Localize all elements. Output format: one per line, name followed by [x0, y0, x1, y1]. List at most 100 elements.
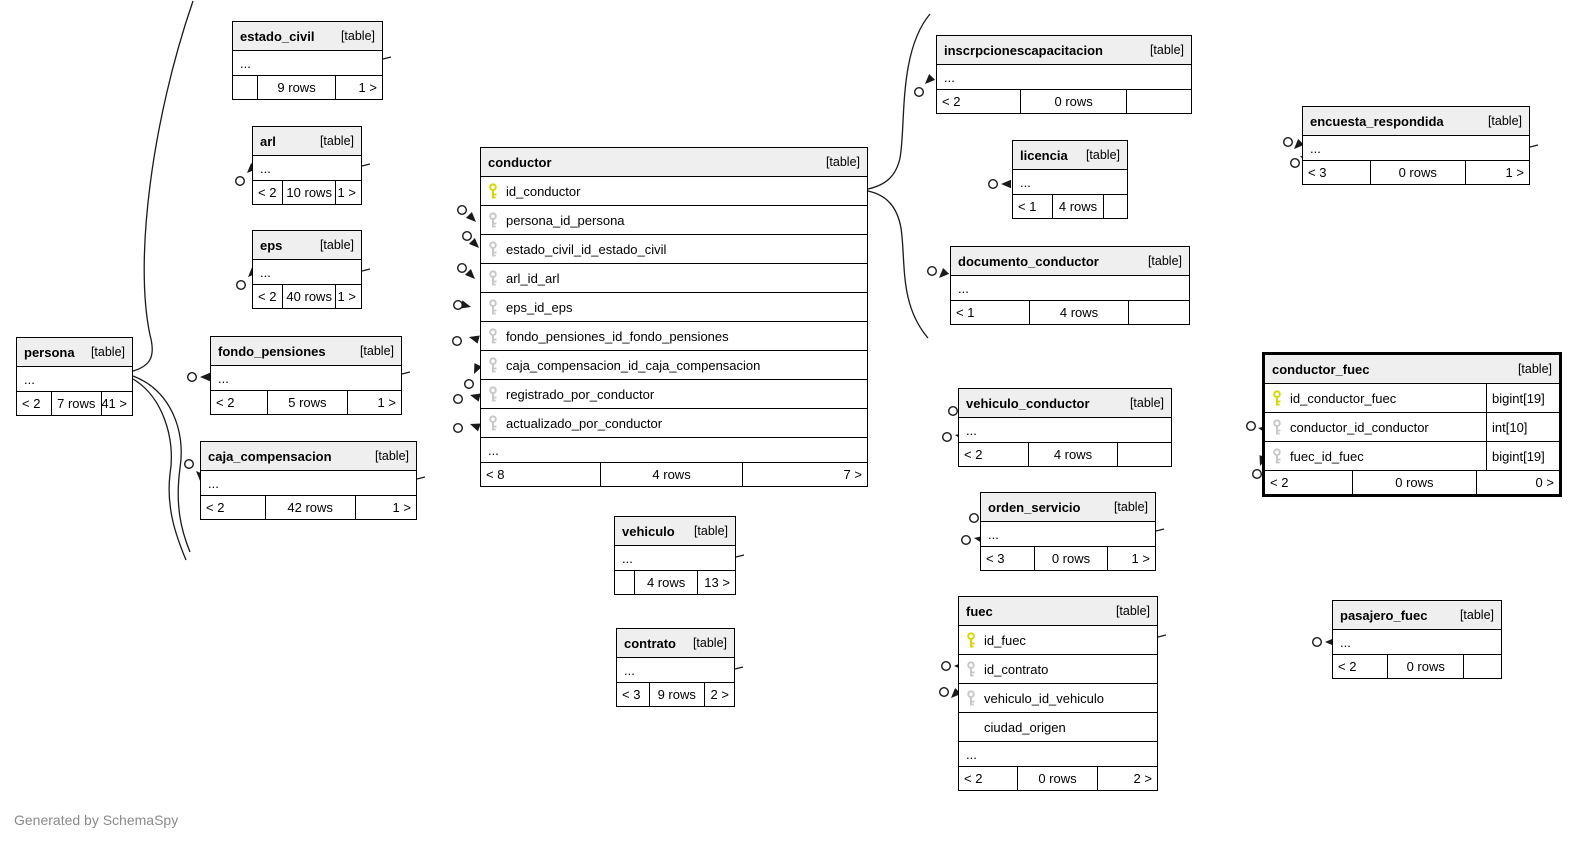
- outgoing-relations-count: 13 >: [704, 575, 730, 590]
- table-header[interactable]: vehiculo[table]: [615, 517, 735, 546]
- table-header[interactable]: persona[table]: [17, 338, 132, 367]
- table-header[interactable]: conductor_fuec [table]: [1265, 355, 1559, 384]
- crow-arrow-icon: [464, 268, 475, 279]
- table-name[interactable]: estado_civil: [240, 28, 315, 44]
- zero-circle-icon: [942, 432, 953, 443]
- table-type-tag: [table]: [1149, 43, 1184, 57]
- table-name[interactable]: inscrpcionescapacitacion: [944, 42, 1103, 58]
- table-name[interactable]: contrato: [624, 635, 676, 651]
- zero-circle-icon: [927, 266, 938, 277]
- row-count: 4 rows: [1053, 195, 1105, 218]
- table-header[interactable]: estado_civil [table]: [233, 22, 382, 51]
- edge-endpoint: [914, 73, 936, 97]
- zero-circle-icon: [234, 175, 245, 186]
- row-count: 4 rows: [635, 571, 698, 594]
- more-columns-ellipsis: ...: [481, 438, 867, 463]
- edge-endpoint: [453, 300, 471, 311]
- table-name[interactable]: fuec: [966, 603, 993, 619]
- table-type-tag: [table]: [1113, 500, 1148, 514]
- table-name[interactable]: vehiculo_conductor: [966, 395, 1090, 411]
- incoming-relations-count: < 2: [253, 181, 284, 204]
- table-name[interactable]: vehiculo: [622, 523, 675, 539]
- incoming-relations-count: < 2: [1333, 655, 1389, 678]
- table-header[interactable]: documento_conductor[table]: [951, 247, 1189, 276]
- table-header[interactable]: eps[table]: [253, 231, 361, 260]
- edge-endpoint: [186, 372, 210, 383]
- table-header[interactable]: pasajero_fuec [table]: [1333, 601, 1501, 630]
- more-columns-ellipsis: ...: [615, 546, 735, 571]
- table-header[interactable]: conductor[table]: [481, 148, 867, 177]
- table-name[interactable]: documento_conductor: [958, 253, 1099, 269]
- table-header[interactable]: licencia [table]: [1013, 141, 1127, 170]
- column-type: bigint[19]: [1486, 384, 1559, 412]
- table-header[interactable]: vehiculo_conductor[table]: [959, 389, 1171, 418]
- table-name[interactable]: arl: [260, 133, 276, 149]
- column-row: fondo_pensiones_id_fondo_pensiones: [481, 322, 867, 351]
- generated-by-note: Generated by SchemaSpy: [14, 812, 179, 828]
- row-count: 10 rows: [283, 181, 337, 204]
- table-type-tag: [table]: [340, 29, 375, 43]
- table-header[interactable]: fuec[table]: [959, 597, 1157, 626]
- table-name[interactable]: eps: [260, 237, 283, 253]
- table-header[interactable]: orden_servicio [table]: [981, 493, 1155, 522]
- incoming-relations-count: < 2: [201, 496, 266, 519]
- table-type-tag: [table]: [1517, 362, 1552, 376]
- table-type-tag: [table]: [319, 134, 354, 148]
- zero-circle-icon: [464, 379, 475, 390]
- foreign-key-icon: [487, 240, 499, 258]
- table-name[interactable]: encuesta_respondida: [1310, 113, 1444, 129]
- table-header[interactable]: caja_compensacion[table]: [201, 442, 416, 471]
- column-name: id_fuec: [984, 632, 1026, 648]
- table-name[interactable]: persona: [24, 344, 75, 360]
- table-header[interactable]: arl [table]: [253, 127, 361, 156]
- zero-circle-icon: [457, 204, 468, 215]
- table-header[interactable]: inscrpcionescapacitacion [table]: [937, 36, 1191, 65]
- table-vehiculo[interactable]: vehiculo[table]...4 rows 13 >: [614, 516, 736, 595]
- table-name[interactable]: conductor: [488, 154, 552, 170]
- outgoing-relations-count: 1 >: [1131, 551, 1150, 566]
- table-name[interactable]: pasajero_fuec: [1340, 607, 1428, 623]
- table-header[interactable]: encuesta_respondida[table]: [1303, 107, 1529, 136]
- column-row: vehiculo_id_vehiculo: [959, 684, 1157, 713]
- row-count: 5 rows: [268, 391, 348, 414]
- incoming-relations-count: < 1: [951, 301, 1030, 324]
- table-name[interactable]: fondo_pensiones: [218, 343, 326, 359]
- primary-key-icon: [965, 631, 977, 649]
- foreign-key-icon: [965, 689, 977, 707]
- table-header[interactable]: fondo_pensiones[table]: [211, 337, 401, 366]
- outgoing-relations-count: 2 >: [710, 687, 729, 702]
- zero-circle-icon: [453, 300, 464, 311]
- table-name[interactable]: conductor_fuec: [1272, 361, 1370, 377]
- table-name[interactable]: caja_compensacion: [208, 448, 332, 464]
- column-row: registrado_por_conductor: [481, 380, 867, 409]
- table-type-tag: [table]: [1085, 148, 1120, 162]
- table-name[interactable]: orden_servicio: [988, 499, 1081, 515]
- table-type-tag: [table]: [1459, 608, 1494, 622]
- table-header[interactable]: contrato[table]: [617, 629, 734, 658]
- table-name[interactable]: licencia: [1020, 147, 1068, 163]
- zero-circle-icon: [914, 86, 925, 97]
- column-row: id_conductor: [481, 177, 867, 206]
- zero-circle-icon: [1282, 136, 1293, 147]
